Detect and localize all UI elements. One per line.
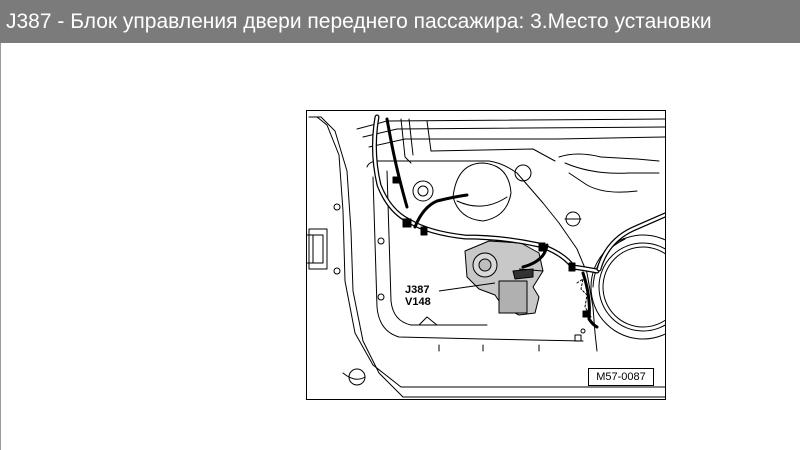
door-inner-edge — [316, 116, 665, 388]
door-diagram: J387 V148 M57-0087 — [306, 110, 666, 400]
speaker-ring — [590, 234, 665, 340]
callout-label-v148: V148 — [405, 296, 431, 308]
door-outer-edge — [308, 116, 665, 398]
door-illustration — [307, 114, 665, 398]
left-divider — [0, 43, 1, 450]
page-title: J387 - Блок управления двери переднего п… — [0, 0, 800, 43]
figure-reference-id: M57-0087 — [588, 368, 654, 386]
callout-leader — [438, 282, 496, 292]
callout-label-j387: J387 — [405, 284, 430, 296]
cover-dome — [452, 162, 512, 222]
window-motor-assembly — [464, 240, 544, 316]
wiring-harness — [371, 114, 665, 329]
inner-panel-outline — [366, 160, 598, 352]
